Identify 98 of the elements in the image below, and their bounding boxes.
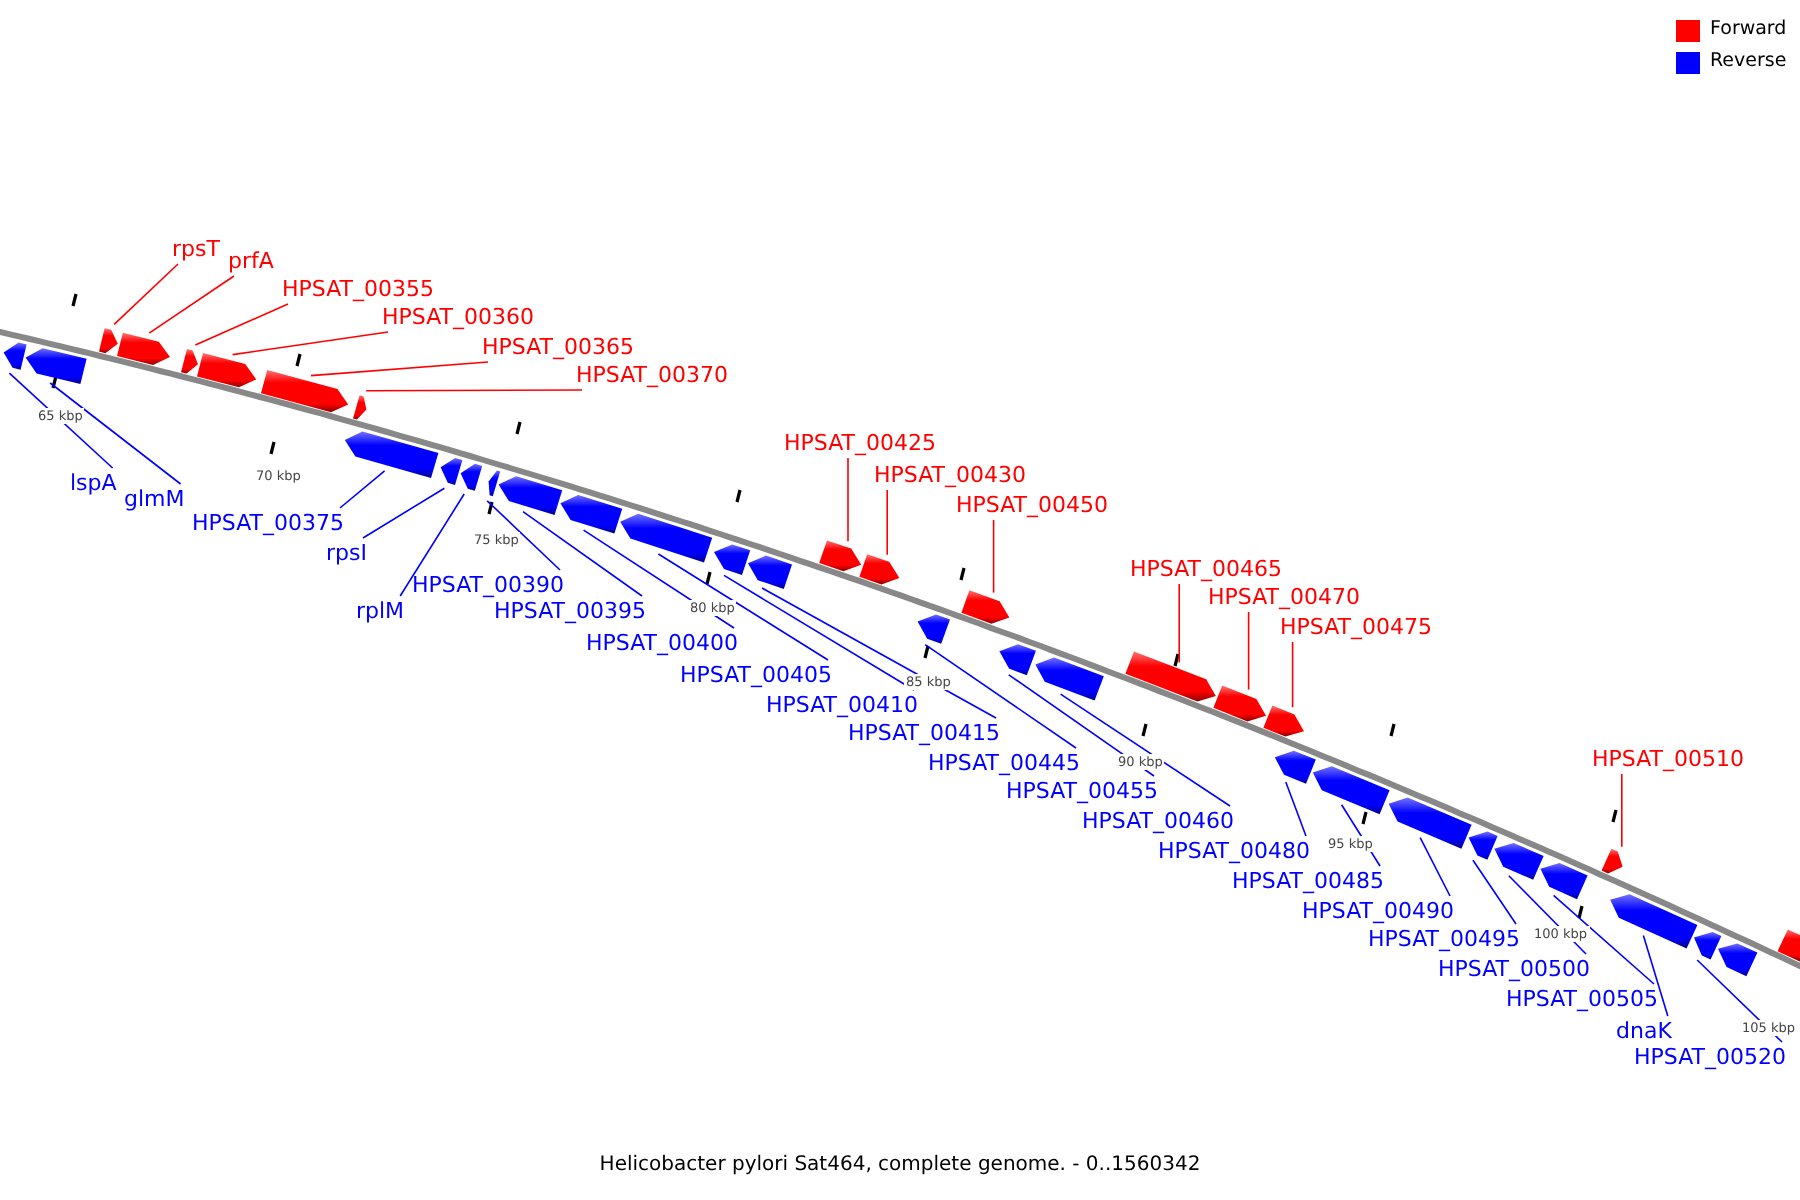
gene-label: HPSAT_00360 [382, 304, 534, 332]
gene-label: rpsI [326, 540, 367, 568]
leader-line [1642, 934, 1669, 1017]
gene-feature [859, 554, 900, 585]
leader-line [113, 263, 179, 326]
leader-line [365, 389, 583, 392]
gene-label: HPSAT_00415 [848, 720, 1000, 748]
gene-feature [1274, 750, 1316, 784]
gene-label: HPSAT_00355 [282, 276, 434, 304]
gene-feature [1125, 651, 1216, 702]
gene-label: HPSAT_00480 [1158, 838, 1310, 866]
gene-feature [620, 513, 713, 563]
gene-feature [714, 544, 751, 575]
gene-label: HPSAT_00510 [1592, 746, 1744, 774]
leader-line [522, 510, 643, 597]
gene-label: HPSAT_00430 [874, 462, 1026, 490]
gene-feature [560, 495, 623, 534]
gene-label: HPSAT_00375 [192, 510, 344, 538]
legend-label: Forward [1710, 18, 1787, 42]
leader-line [992, 519, 995, 594]
leader-line [1621, 773, 1623, 848]
gene-label: HPSAT_00460 [1082, 808, 1234, 836]
leader-line [657, 553, 829, 661]
gene-label: HPSAT_00405 [680, 662, 832, 690]
leader-line [1285, 781, 1307, 837]
gene-label: HPSAT_00410 [766, 692, 918, 720]
gene-label: HPSAT_00490 [1302, 898, 1454, 926]
leader-line [486, 500, 561, 571]
gene-feature [1694, 932, 1722, 960]
gene-feature [1610, 894, 1698, 949]
gene-feature [1388, 797, 1472, 849]
gene-label: HPSAT_00450 [956, 492, 1108, 520]
gene-feature [1601, 848, 1623, 874]
gene-feature [1213, 685, 1266, 722]
gene-feature [344, 431, 439, 478]
gene-label: HPSAT_00445 [928, 750, 1080, 778]
gene-label: HPSAT_00475 [1280, 614, 1432, 642]
gene-label: HPSAT_00520 [1634, 1044, 1786, 1072]
gene-feature [353, 395, 367, 420]
leader-line [847, 457, 849, 542]
leader-line [1419, 836, 1451, 897]
leader-line [339, 470, 386, 509]
gene-label: HPSAT_00505 [1506, 986, 1658, 1014]
leader-line [148, 275, 235, 334]
gene-feature [1468, 831, 1498, 860]
gene-label: prfA [228, 248, 274, 276]
gene-label: HPSAT_00390 [412, 572, 564, 600]
gene-feature [999, 644, 1036, 676]
gene-feature [1312, 766, 1390, 815]
gene-feature [440, 458, 463, 485]
gene-label: rplM [356, 598, 405, 626]
gene-feature [1540, 863, 1588, 900]
leader-line [1552, 894, 1655, 985]
leader-line [924, 643, 1077, 749]
gene-label: HPSAT_00470 [1208, 584, 1360, 612]
leader-line [1291, 641, 1294, 708]
gene-label: glmM [124, 486, 185, 514]
leader-line [723, 574, 915, 691]
gene-label: HPSAT_00365 [482, 334, 634, 362]
gene-feature [1777, 929, 1800, 962]
leader-line [194, 303, 289, 346]
gene-label: HPSAT_00465 [1130, 556, 1282, 584]
gene-label: HPSAT_00400 [586, 630, 738, 658]
leader-line [886, 489, 888, 556]
leader-line [1059, 693, 1231, 807]
leader-line [49, 382, 182, 485]
gene-feature [961, 590, 1010, 624]
leader-line [1472, 859, 1517, 925]
gene-feature [917, 614, 950, 644]
gene-feature [488, 470, 501, 497]
gene-feature [819, 540, 862, 572]
gene-label: lspA [70, 470, 117, 498]
gene-feature [1035, 657, 1104, 701]
gene-label: HPSAT_00495 [1368, 926, 1520, 954]
gene-label: rpsT [172, 236, 220, 264]
leader-line [310, 361, 489, 377]
gene-feature [3, 342, 27, 370]
legend-label: Reverse [1710, 50, 1787, 74]
gene-label: HPSAT_00370 [576, 362, 728, 390]
leader-line [362, 487, 446, 539]
leader-line [1178, 583, 1180, 664]
leader-line [761, 587, 997, 719]
gene-feature [261, 370, 349, 413]
leader-line [231, 331, 389, 356]
caption: Helicobacter pylori Sat464, complete genome. - 0..1560342 [597, 1154, 1203, 1178]
gene-label: HPSAT_00425 [784, 430, 936, 458]
gene-feature [1494, 843, 1544, 880]
gene-feature [748, 555, 792, 589]
gene-label: HPSAT_00395 [494, 598, 646, 626]
leader-line [1247, 611, 1250, 691]
gene-feature [460, 463, 483, 491]
gene-feature [1263, 705, 1304, 737]
gene-label: HPSAT_00455 [1006, 778, 1158, 806]
gene-feature [1718, 943, 1758, 977]
gene-label: HPSAT_00500 [1438, 956, 1590, 984]
gene-label: HPSAT_00485 [1232, 868, 1384, 896]
leader-line [399, 493, 465, 597]
gene-label: dnaK [1616, 1018, 1672, 1046]
